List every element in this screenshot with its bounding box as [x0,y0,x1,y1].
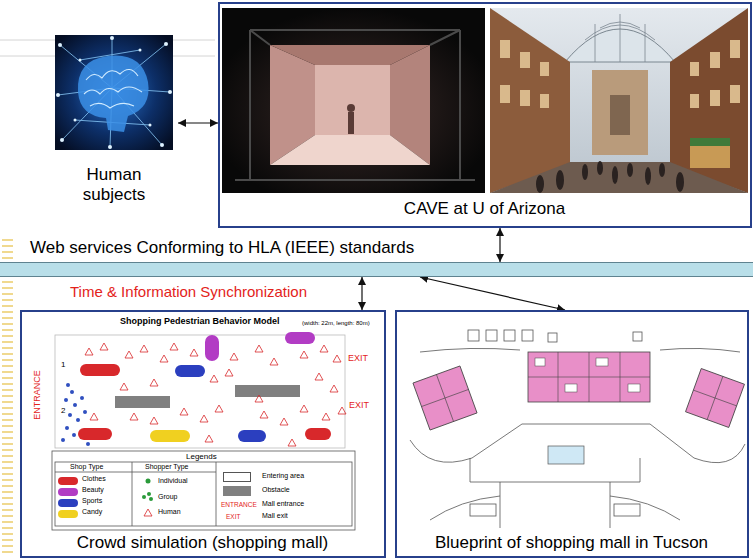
blueprint-panel: Blueprint of shopping mall in Tucson [395,310,749,558]
node-caption: CAVE at U of Arizona [220,199,749,219]
sync-connector [178,122,218,123]
legend-text: Individual [158,477,188,485]
sync-connector [499,228,500,262]
node-caption: Human subjects [69,165,159,204]
legend-text: Obstacle [262,486,290,494]
hla-bus-band: Web services Conforming to HLA (IEEE) st… [0,262,753,277]
cave-panel: CAVE at U of Arizona [218,2,752,228]
legend-text: Mall entrance [262,500,304,508]
legend-text: Beauty [82,486,104,494]
mall-blueprint-drawing [410,330,745,528]
crowd-simulation-drawing [52,332,355,530]
drawing-label: Legends [186,453,217,462]
legend-text: Sports [82,497,102,505]
mall-photo [490,8,748,193]
drawing-label: Shopping Pedestrian Behavior Model [120,317,280,327]
legend-swatch [58,499,78,507]
drawing-label: Shopper Type [145,463,188,471]
margin-hatching [2,240,13,552]
legend-text: Entering area [262,472,304,480]
legend-text: Clothes [82,475,106,483]
legend-text: Human [158,508,181,516]
node-subcaption: Time & Information Synchronization [70,283,307,300]
drawing-label: 2 [61,407,65,416]
legend-swatch [58,477,78,485]
crowd-simulation-panel: Crowd simulation (shopping mall) [20,310,386,558]
drawing-label: 1 [61,361,65,370]
drawing-label: EXIT [226,513,240,520]
subject-node: Human subjects [50,30,178,208]
legend-swatch [58,510,78,518]
legend-swatch [223,486,251,496]
drawing-label: ENTRANCE [221,501,257,508]
legend-text: Mall exit [262,512,288,520]
node-caption: Web services Conforming to HLA (IEEE) st… [30,238,414,258]
brain-picture [55,35,173,150]
drawing-label: EXIT [349,401,369,411]
legend-text: Group [158,493,177,501]
drawing-label: EXIT [348,354,368,364]
sync-connector [361,277,362,310]
drawing-label: ENTRANCE [33,370,43,420]
drawing-label: (width: 22m, length: 80m) [302,320,370,327]
drawing-label: Shop Type [70,463,103,471]
legend-swatch [223,472,251,482]
legend-text: Candy [82,508,102,516]
sync-connector [420,277,565,310]
cave-photo [222,8,485,193]
legend-swatch [58,488,78,496]
node-caption: Blueprint of shopping mall in Tucson [397,533,746,553]
node-caption: Crowd simulation (shopping mall) [22,533,383,553]
